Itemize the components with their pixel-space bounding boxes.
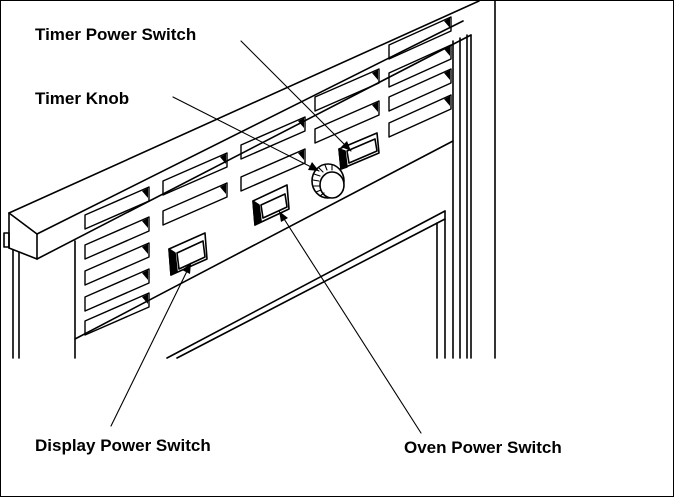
vent-slot: [314, 100, 380, 144]
oven-door-window: [166, 210, 446, 359]
display-power-switch-label: Display Power Switch: [35, 436, 211, 455]
vent-slot: [240, 116, 306, 160]
cabinet-frame: [3, 1, 480, 359]
leader-lines: [110, 40, 422, 434]
oven-power-switch-label: Oven Power Switch: [404, 438, 562, 457]
timer-power-switch-label: Timer Power Switch: [35, 25, 197, 44]
timer-power-switch: [338, 132, 380, 170]
leader-timer-power: [240, 40, 352, 152]
vent-slot: [388, 44, 452, 88]
oven-power-switch: [252, 184, 290, 226]
vent-slot: [84, 242, 150, 286]
vent-slots: [84, 16, 452, 336]
vent-slot: [388, 94, 452, 138]
vent-slot: [84, 186, 150, 230]
vent-slot: [388, 16, 452, 60]
vent-slot: [162, 152, 228, 196]
vent-slot: [84, 216, 150, 260]
vent-slot: [240, 148, 306, 192]
vent-slot: [84, 292, 150, 336]
display-power-switch: [168, 232, 208, 276]
vent-slot: [84, 268, 150, 312]
timer-knob-label: Timer Knob: [35, 89, 130, 108]
leader-timer-knob: [172, 96, 320, 172]
vent-slot: [388, 68, 452, 112]
vent-slot: [314, 68, 380, 112]
timer-knob: [311, 163, 345, 199]
leader-display-power: [110, 262, 192, 427]
leader-oven-power: [278, 210, 422, 434]
vent-slot: [162, 182, 228, 226]
